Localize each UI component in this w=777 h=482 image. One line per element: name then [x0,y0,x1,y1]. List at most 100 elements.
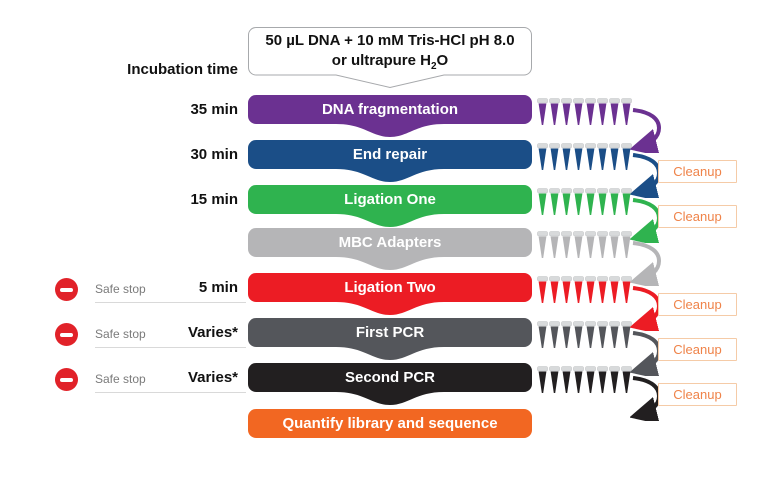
safe-stop-label: Safe stop [95,327,146,341]
pcr-tube-icon [537,229,548,264]
pcr-tube-icon [573,186,584,221]
pcr-tube-icon [573,141,584,176]
step-bar [248,273,532,315]
pcr-tube-icon [537,186,548,221]
pcr-tube-icon [585,274,596,309]
pcr-tube-icon [561,186,572,221]
incubation-time-value: Varies* [187,324,238,341]
step-bar [248,95,532,137]
pcr-tube-icon [561,364,572,399]
pcr-tube-icon [585,229,596,264]
safe-stop-label: Safe stop [95,282,146,296]
pcr-tube-icon [609,186,620,221]
safe-stop-rule [95,392,246,393]
step-bar [248,140,532,182]
incubation-time-header: Incubation time [127,61,238,78]
incubation-time-value: Varies* [187,369,238,386]
pcr-tube-icon [537,96,548,131]
pcr-tube-icon [597,96,608,131]
pcr-tube-icon [537,141,548,176]
safe-stop-icon [55,368,78,391]
tube-strip [537,364,632,399]
step-label: End repair [352,146,428,163]
safe-stop-icon [55,323,78,346]
pcr-tube-icon [549,141,560,176]
pcr-tube-icon [597,274,608,309]
incubation-time-value: 5 min [198,279,238,296]
step-label: Second PCR [344,369,435,386]
pcr-tube-icon [561,229,572,264]
pcr-tube-icon [609,141,620,176]
tube-strip [537,96,632,131]
tube-strip [537,141,632,176]
pcr-tube-icon [609,229,620,264]
pcr-tube-icon [585,186,596,221]
pcr-tube-icon [537,364,548,399]
pcr-tube-icon [621,319,632,354]
tube-strip [537,274,632,309]
safe-stop-icon [55,278,78,301]
step-label: Ligation Two [344,279,436,296]
pcr-tube-icon [621,364,632,399]
pcr-tube-icon [549,319,560,354]
pcr-tube-icon [549,96,560,131]
pcr-tube-icon [597,229,608,264]
pcr-tube-icon [609,96,620,131]
pcr-tube-icon [609,274,620,309]
pcr-tube-icon [537,274,548,309]
pcr-tube-icon [621,186,632,221]
step-bar [248,409,532,451]
incubation-time-value: 35 min [190,101,238,118]
step-label: Quantify library and sequence [282,415,498,432]
pcr-tube-icon [621,229,632,264]
step-bar [248,185,532,227]
pcr-tube-icon [549,364,560,399]
step-bar [248,363,532,405]
pcr-tube-icon [561,319,572,354]
pcr-tube-icon [561,96,572,131]
pcr-tube-icon [573,364,584,399]
safe-stop-rule [95,347,246,348]
step-label: First PCR [355,324,425,341]
pcr-tube-icon [573,229,584,264]
step-label: DNA fragmentation [321,101,459,118]
pcr-tube-icon [585,96,596,131]
pcr-tube-icon [597,364,608,399]
cleanup-badge: Cleanup [658,293,737,316]
input-box-line2: or ultrapure H2O [331,52,449,72]
incubation-time-value: 30 min [190,146,238,163]
pcr-tube-icon [573,96,584,131]
tube-strip [537,229,632,264]
pcr-tube-icon [597,141,608,176]
pcr-tube-icon [621,274,632,309]
input-box-line1: 50 µL DNA + 10 mM Tris-HCl pH 8.0 [265,32,515,49]
input-box-text: 50 µL DNA + 10 mM Tris-HCl pH 8.0 or ult… [248,31,532,77]
pcr-tube-icon [573,319,584,354]
step-label: Ligation One [344,191,436,208]
pcr-tube-icon [621,141,632,176]
pcr-tube-icon [537,319,548,354]
pcr-tube-icon [597,319,608,354]
cleanup-badge: Cleanup [658,338,737,361]
input-box-shape [248,27,532,89]
step-bar [248,228,532,270]
safe-stop-rule [95,302,246,303]
pcr-tube-icon [621,96,632,131]
pcr-tube-icon [549,186,560,221]
pcr-tube-icon [585,141,596,176]
pcr-tube-icon [585,364,596,399]
cleanup-badge: Cleanup [658,160,737,183]
pcr-tube-icon [609,364,620,399]
pcr-tube-icon [573,274,584,309]
pcr-tube-icon [597,186,608,221]
pcr-tube-icon [549,274,560,309]
cleanup-badge: Cleanup [658,383,737,406]
step-label: MBC Adapters [338,234,442,251]
cleanup-badge: Cleanup [658,205,737,228]
tube-strip [537,186,632,221]
pcr-tube-icon [561,141,572,176]
flow-arrow-icon [629,238,664,290]
pcr-tube-icon [585,319,596,354]
safe-stop-label: Safe stop [95,372,146,386]
